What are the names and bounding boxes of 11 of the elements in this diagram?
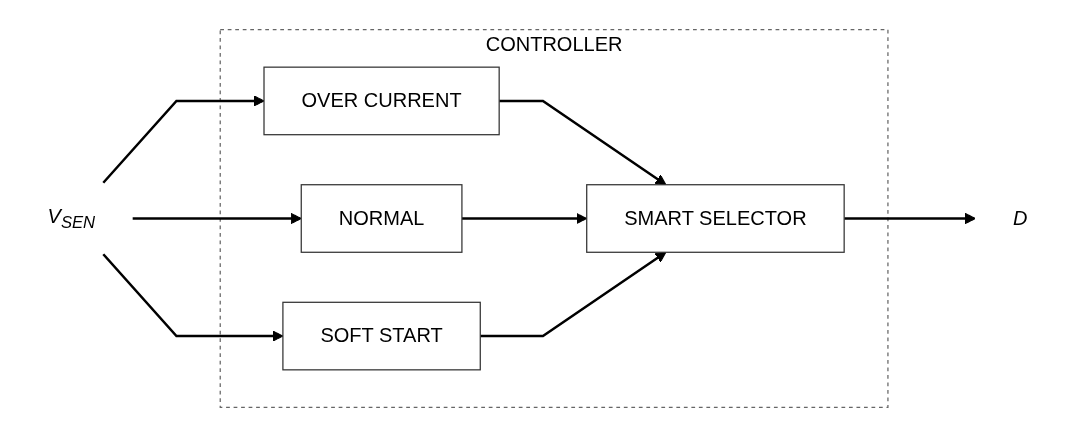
node-box: OVER CURRENT: [263, 66, 500, 136]
arrow: [844, 213, 976, 224]
node-box: SMART SELECTOR: [586, 184, 845, 253]
node-text: V$_{SEN}$: [47, 205, 96, 232]
arrow: [480, 251, 667, 338]
node-box: NORMAL: [300, 184, 463, 253]
node-box: SOFT START: [282, 301, 481, 371]
node-text: D: [1013, 207, 1028, 229]
arrow: [102, 95, 265, 184]
arrow: [132, 213, 302, 224]
arrow: [499, 99, 667, 186]
